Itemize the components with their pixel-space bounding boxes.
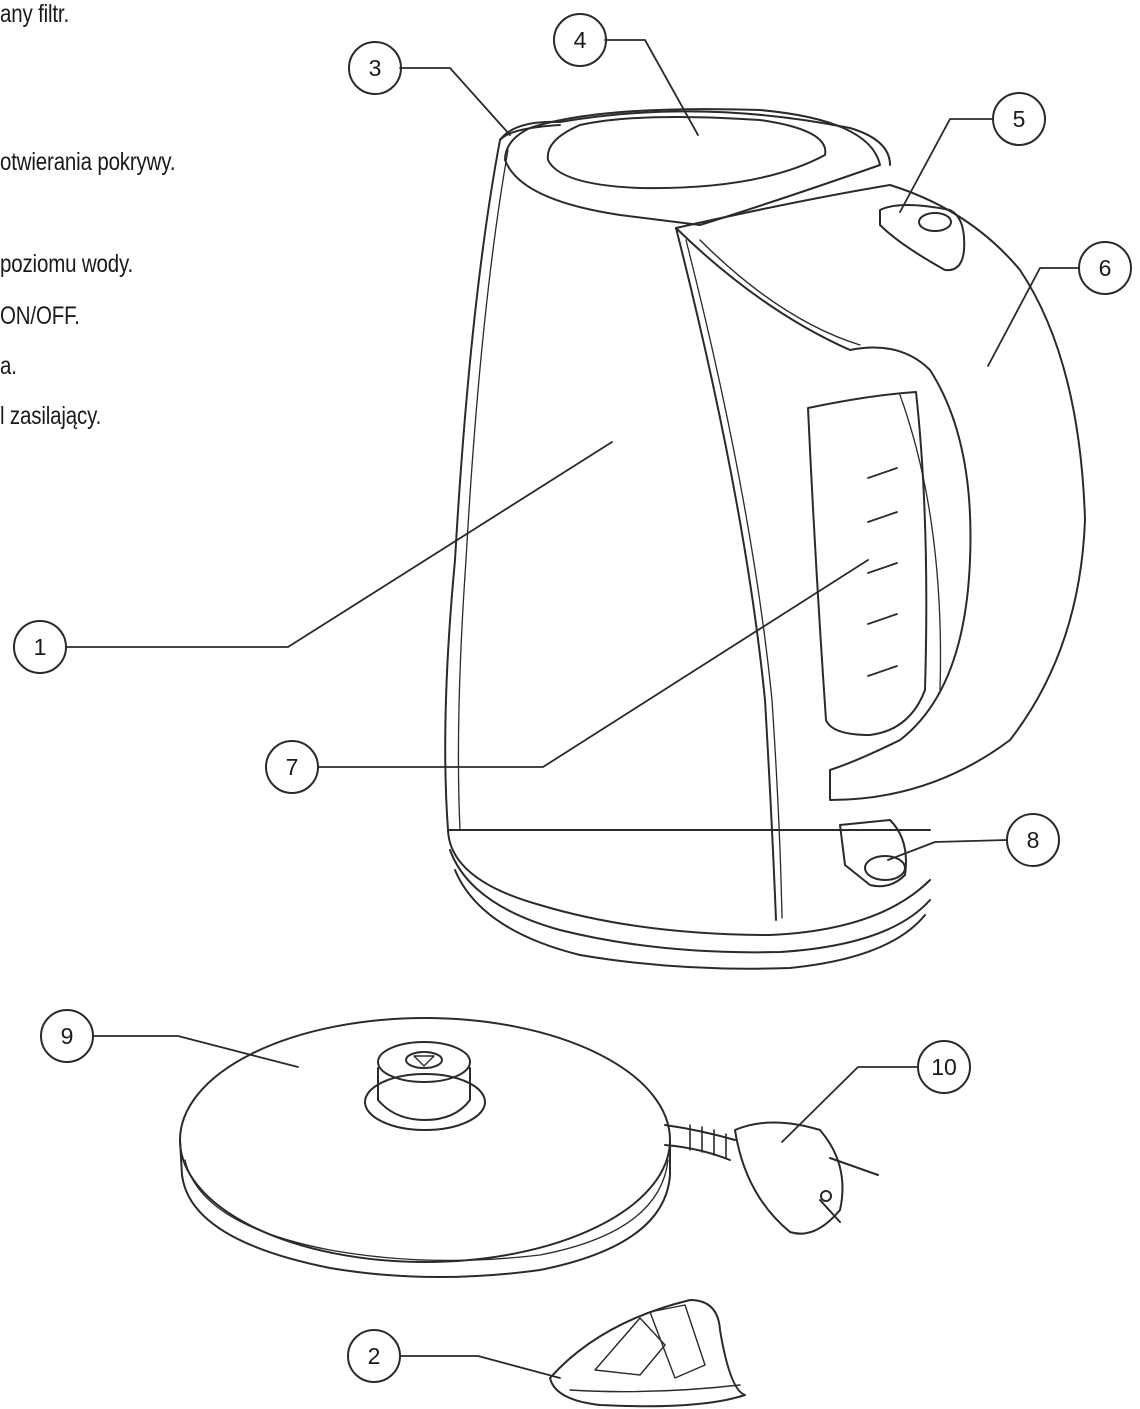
kettle-bottom-ring-2 [449, 849, 931, 954]
base-connector-ring [364, 1073, 486, 1131]
callout-2: 2 [347, 1329, 401, 1383]
kettle-top-rim [499, 110, 891, 166]
kettle-front-seam [675, 227, 777, 921]
callout-10: 10 [917, 1040, 971, 1094]
callout-10-label: 10 [931, 1054, 957, 1080]
kettle-bottom-ring-1 [447, 829, 931, 936]
callout-5: 5 [992, 92, 1046, 146]
legend-text-cropped: any filtr. otwierania pokrywy. poziomu w… [0, 0, 280, 440]
legend-line-water-level: poziomu wody. [0, 250, 134, 278]
base-illustration [179, 1017, 671, 1279]
legend-line-power-cord: l zasilający. [0, 402, 102, 430]
water-level-marks [867, 467, 898, 677]
leader-lines [65, 39, 1080, 1379]
kettle-bottom-ring-3 [454, 869, 926, 970]
plug-illustration [664, 1121, 879, 1235]
callout-2-label: 2 [368, 1343, 381, 1369]
leader-8 [887, 839, 1008, 861]
cord-segment [664, 1124, 736, 1161]
leader-2 [399, 1355, 561, 1379]
callout-4: 4 [553, 13, 607, 67]
base-connector-hole [405, 1051, 443, 1069]
callout-9: 9 [40, 1009, 94, 1063]
plug-body [734, 1121, 844, 1235]
base-connector-triangle [413, 1055, 435, 1067]
kettle-handle-outer [675, 184, 1086, 801]
leader-6 [987, 267, 1080, 367]
kettle-front-seam-inner [685, 239, 783, 919]
base-side-line [184, 1159, 669, 1262]
power-switch-dot [864, 855, 906, 881]
kettle-body [444, 139, 931, 831]
kettle-handle-inner [699, 239, 861, 346]
lid-release-button-dot [918, 212, 952, 232]
leader-5 [899, 118, 994, 213]
leader-9 [92, 1035, 299, 1068]
callout-4-label: 4 [574, 27, 587, 53]
callout-7: 7 [265, 740, 319, 794]
leader-3 [399, 67, 511, 136]
kettle-left-edge-inner [457, 149, 509, 831]
legend-line-filter: any filtr. [0, 0, 70, 28]
plug-pin-1 [829, 1157, 879, 1176]
power-switch-shape [839, 819, 907, 888]
leader-10 [781, 1066, 919, 1143]
callout-1: 1 [13, 620, 67, 674]
filter-outer [549, 1299, 746, 1408]
callout-8-label: 8 [1027, 827, 1040, 853]
callout-1-label: 1 [34, 634, 47, 660]
water-window-inner [899, 394, 942, 691]
filter-inner-2 [649, 1304, 706, 1379]
callout-6: 6 [1078, 241, 1132, 295]
legend-line-on-off: ON/OFF. [0, 302, 80, 330]
callout-9-label: 9 [61, 1023, 74, 1049]
kettle-illustration [444, 108, 1086, 970]
base-side [179, 1139, 671, 1279]
kettle-lid-inner [546, 115, 827, 190]
callout-8: 8 [1006, 813, 1060, 867]
base-connector-top [377, 1041, 471, 1083]
callout-6-label: 6 [1099, 255, 1112, 281]
filter-inner-1 [594, 1317, 666, 1376]
legend-line-lid-opening: otwierania pokrywy. [0, 148, 176, 176]
plug-pin-2 [819, 1199, 841, 1223]
callout-7-label: 7 [286, 754, 299, 780]
callout-3-label: 3 [369, 55, 382, 81]
callout-5-label: 5 [1013, 106, 1026, 132]
callout-3: 3 [348, 41, 402, 95]
kettle-lid [504, 108, 881, 226]
filter-inner-3 [569, 1384, 741, 1393]
legend-line-base: a. [0, 352, 17, 380]
leader-4 [604, 39, 699, 136]
lid-release-button-shape [879, 204, 966, 272]
water-window-outer [807, 391, 928, 736]
cord-ribs [689, 1124, 727, 1159]
plug-hole [820, 1190, 832, 1202]
leader-7 [317, 559, 869, 768]
base-connector-cylinder [377, 1067, 471, 1121]
leader-1 [65, 441, 613, 648]
filter-illustration [549, 1299, 746, 1408]
kettle-spout [499, 124, 561, 141]
